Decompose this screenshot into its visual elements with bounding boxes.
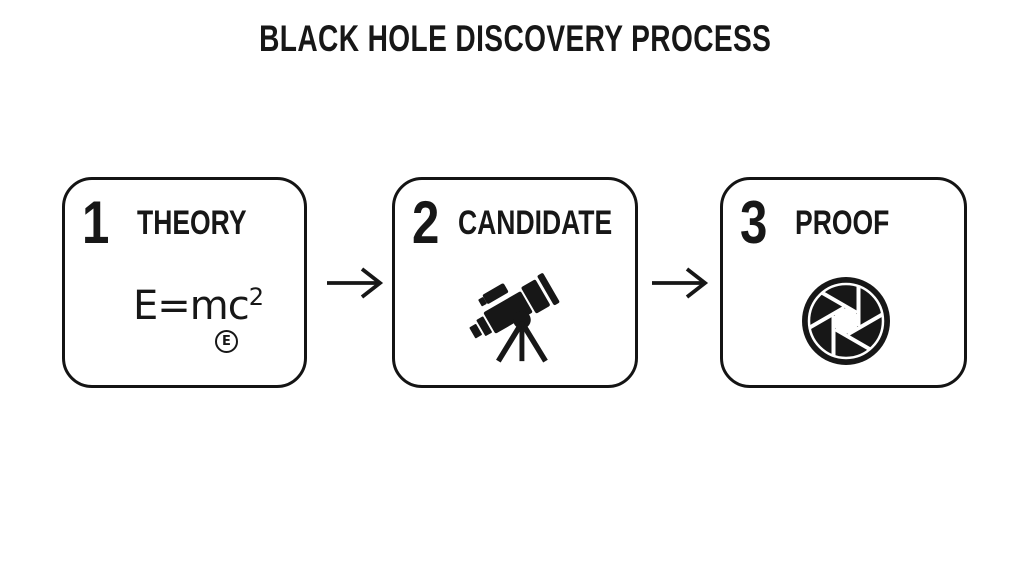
formula-exponent: 2	[248, 283, 265, 311]
step-header: 3 PROOF	[740, 193, 956, 253]
telescope-icon	[461, 259, 575, 369]
circled-e-icon: E	[215, 330, 238, 353]
step-box-proof: 3 PROOF	[720, 177, 967, 388]
emc2-formula: E=mc2	[133, 284, 264, 328]
step-number-3: 3	[740, 189, 768, 256]
step-box-theory: 1 THEORY E=mc2 E	[62, 177, 307, 388]
diagram-title-text: BLACK HOLE DISCOVERY PROCESS	[259, 18, 772, 59]
step-header: 1 THEORY	[82, 193, 296, 253]
step-box-candidate: 2 CANDIDATE	[392, 177, 638, 388]
step-label-candidate: CANDIDATE	[458, 203, 613, 242]
right-arrow-icon	[652, 267, 709, 299]
diagram-title: BLACK HOLE DISCOVERY PROCESS	[0, 20, 1024, 57]
aperture-icon	[800, 275, 892, 367]
circled-e-letter: E	[222, 334, 231, 349]
step-number-2: 2	[412, 189, 440, 256]
step-label-proof: PROOF	[795, 203, 890, 242]
flow-arrow-1	[324, 261, 390, 305]
step-number-1: 1	[82, 189, 110, 256]
flow-arrow-2	[649, 261, 715, 305]
formula-base: E=mc	[133, 283, 250, 329]
right-arrow-icon	[327, 267, 384, 299]
step-header: 2 CANDIDATE	[412, 193, 627, 253]
step-label-theory: THEORY	[137, 203, 247, 242]
